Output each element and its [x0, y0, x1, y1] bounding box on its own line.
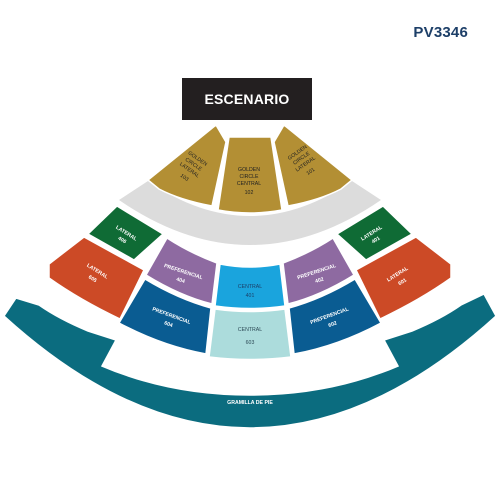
- label-gramilla: GRAMILLA DE PIE: [227, 400, 273, 406]
- svg-text:401: 401: [371, 235, 382, 245]
- label-central-401-name: CENTRAL: [238, 284, 262, 290]
- section-lateral-601[interactable]: [355, 236, 452, 320]
- section-central-401[interactable]: [214, 263, 286, 310]
- svg-text:601: 601: [397, 277, 408, 287]
- label-golden-102: GOLDEN CIRCLE CENTRAL 102: [237, 167, 261, 196]
- svg-text:604: 604: [163, 320, 173, 329]
- section-golden-circle-lateral-103[interactable]: [146, 123, 227, 207]
- label-central-401-number: 401: [246, 293, 255, 299]
- svg-text:GOLDEN: GOLDEN: [238, 167, 260, 173]
- stage-label: ESCENARIO: [204, 91, 290, 107]
- section-golden-circle-lateral-101[interactable]: [273, 123, 354, 207]
- svg-text:CENTRAL: CENTRAL: [237, 181, 261, 187]
- svg-text:402: 402: [315, 277, 325, 285]
- section-lateral-406[interactable]: [86, 205, 165, 261]
- svg-text:406: 406: [117, 236, 128, 246]
- svg-text:102: 102: [245, 190, 254, 196]
- section-preferencial-604[interactable]: [117, 277, 212, 355]
- section-golden-circle-central-102[interactable]: [217, 136, 283, 214]
- svg-text:103: 103: [179, 173, 190, 183]
- label-central-603-name: CENTRAL: [238, 327, 262, 333]
- section-preferencial-402[interactable]: [282, 236, 356, 305]
- svg-text:CIRCLE: CIRCLE: [239, 174, 259, 180]
- svg-text:602: 602: [328, 320, 338, 329]
- section-gramilla-de-pie[interactable]: [3, 293, 497, 429]
- svg-text:605: 605: [87, 274, 98, 284]
- svg-text:101: 101: [306, 167, 317, 177]
- section-lateral-605[interactable]: [48, 236, 145, 320]
- section-preferencial-602[interactable]: [288, 277, 383, 355]
- section-preferencial-404[interactable]: [144, 236, 218, 305]
- svg-text:404: 404: [175, 277, 185, 285]
- map-code: PV3346: [413, 24, 468, 41]
- aisle-walkway: [119, 181, 381, 245]
- section-central-603[interactable]: [208, 308, 292, 361]
- stage: ESCENARIO: [182, 78, 312, 120]
- section-lateral-401[interactable]: [335, 205, 414, 261]
- label-central-603-number: 603: [246, 340, 255, 346]
